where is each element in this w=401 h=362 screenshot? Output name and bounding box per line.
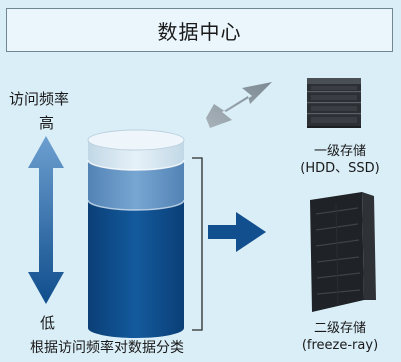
tier1-name: 一级存储 <box>313 144 366 159</box>
double-headed-arrow-icon <box>28 136 64 304</box>
data-cylinder <box>87 129 185 338</box>
classify-caption: 根据访问频率对数据分类 <box>30 340 184 356</box>
tier2-detail: (freeze-ray) <box>301 338 379 353</box>
access-frequency-label: 访问频率 <box>9 90 70 108</box>
data-center-title: 数据中心 <box>6 8 393 52</box>
tier2-name: 二级存储 <box>313 321 366 336</box>
bracket <box>192 157 203 331</box>
high-label: 高 <box>39 114 55 132</box>
tier1-detail: (HDD、SSD) <box>300 161 380 176</box>
tier1-label: 一级存储 (HDD、SSD) <box>281 143 399 177</box>
server-rack-icon <box>307 78 361 128</box>
page-title: 数据中心 <box>157 19 242 44</box>
low-label: 低 <box>40 314 56 332</box>
blue-arrow-icon <box>208 212 266 252</box>
gray-arrow-icon <box>206 82 272 128</box>
tier2-label: 二级存储 (freeze-ray) <box>281 320 399 354</box>
tall-rack-cabinet-icon <box>310 192 376 312</box>
